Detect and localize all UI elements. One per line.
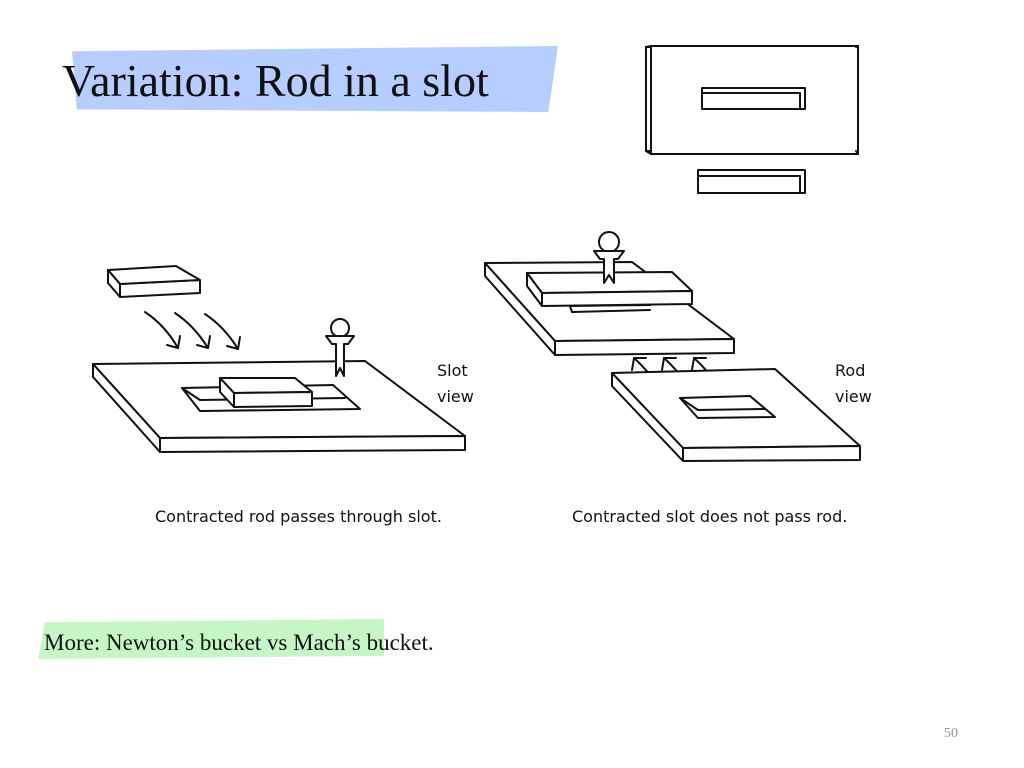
slide-title: Variation: Rod in a slot — [62, 55, 489, 106]
right-rod — [526, 271, 693, 307]
slot-view-caption: Contracted rod passes through slot. — [155, 507, 442, 526]
title-highlight — [72, 46, 558, 112]
reference-rod — [697, 169, 806, 194]
slot-view-label-line1: Slot — [437, 361, 468, 380]
right-slot-plate — [611, 368, 861, 462]
reference-slot-plate — [645, 45, 859, 155]
left-rod-in-slot — [219, 377, 313, 408]
slot-view-label-line2: view — [437, 387, 474, 406]
rod-view-label-line2: view — [835, 387, 872, 406]
page-number: 50 — [944, 726, 958, 741]
newton-mach-note: More: Newton’s bucket vs Mach’s bucket. — [44, 630, 434, 655]
left-rod — [107, 265, 201, 298]
left-motion-arrows — [144, 311, 241, 350]
left-observer-figure — [325, 318, 355, 377]
rod-view-label-line1: Rod — [835, 361, 865, 380]
rod-view-caption: Contracted slot does not pass rod. — [572, 507, 847, 526]
note-highlight — [38, 619, 384, 659]
right-observer-figure — [593, 231, 625, 284]
